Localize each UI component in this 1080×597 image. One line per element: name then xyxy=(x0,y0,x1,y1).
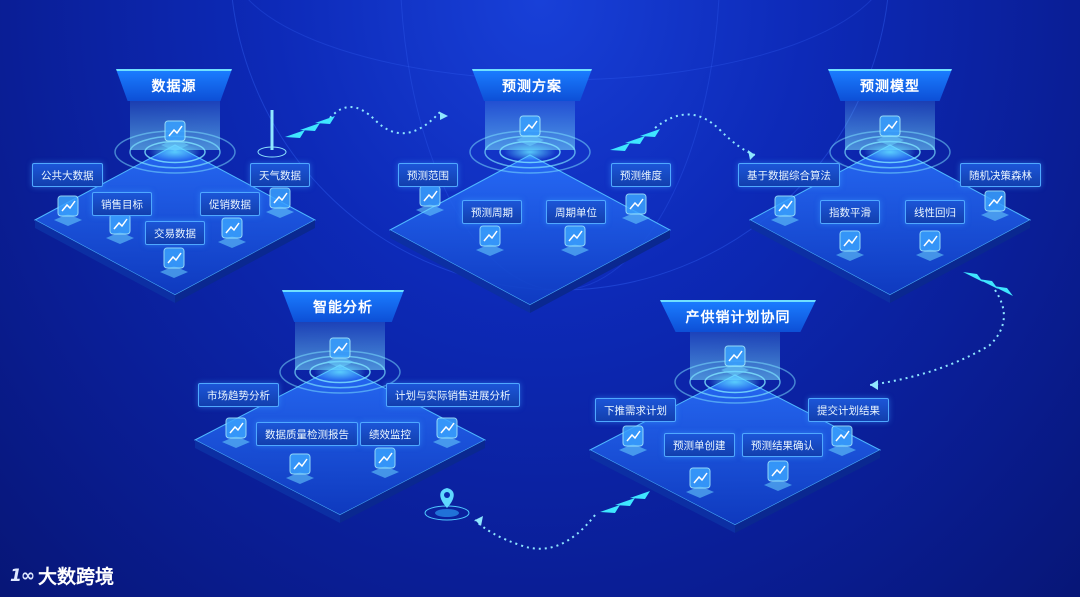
screen-icon xyxy=(828,426,856,456)
infinity-icon xyxy=(721,346,749,376)
data-source-label: 天气数据 xyxy=(250,163,310,187)
data-source-title: 数据源 xyxy=(116,69,232,101)
growth-chart-icon xyxy=(916,231,944,261)
document-icon xyxy=(686,468,714,498)
data-source-label: 销售目标 xyxy=(92,192,152,216)
monitor-chart-icon xyxy=(561,226,589,256)
brand-logo: 1∞ 大数跨境 xyxy=(10,562,114,589)
forecast-plan-label: 预测范围 xyxy=(398,163,458,187)
sop-plan-label: 提交计划结果 xyxy=(808,398,889,422)
bars-icon xyxy=(516,116,544,146)
globe-icon xyxy=(161,121,189,151)
dashboard-icon xyxy=(836,231,864,261)
sop-plan-label: 下推需求计划 xyxy=(595,398,676,422)
forecast-model-label: 指数平滑 xyxy=(820,200,880,224)
tree-network-icon xyxy=(981,191,1009,221)
smart-analysis-label: 计划与实际销售进展分析 xyxy=(386,383,520,407)
forecast-plan-label: 预测周期 xyxy=(462,200,522,224)
watch-icon xyxy=(764,461,792,491)
screen-icon xyxy=(433,418,461,448)
cube-icon xyxy=(876,116,904,146)
smart-analysis-label: 数据质量检测报告 xyxy=(256,422,358,446)
forecast-model-title: 预测模型 xyxy=(828,69,952,101)
cube-icon xyxy=(326,338,354,368)
sop-plan-title: 产供销计划协同 xyxy=(660,300,816,332)
bubbles-icon xyxy=(218,218,246,248)
target-icon xyxy=(106,214,134,244)
smart-analysis-label: 市场趋势分析 xyxy=(198,383,279,407)
cloud-screen-icon xyxy=(266,188,294,218)
forecast-model-label: 随机决策森林 xyxy=(960,163,1041,187)
brand-mark: 1∞ xyxy=(10,566,34,586)
line-chart-icon xyxy=(476,226,504,256)
gauge-icon xyxy=(286,454,314,484)
monitor-icon xyxy=(619,426,647,456)
map-pin-icon xyxy=(425,488,469,520)
bar-chart-icon xyxy=(622,194,650,224)
smart-analysis-title: 智能分析 xyxy=(282,290,404,322)
smart-analysis-label: 绩效监控 xyxy=(360,422,420,446)
trend-icon xyxy=(222,418,250,448)
data-source-label: 促销数据 xyxy=(200,192,260,216)
bar-chart-icon xyxy=(54,196,82,226)
database-icon xyxy=(771,196,799,226)
forecast-plan-label: 周期单位 xyxy=(546,200,606,224)
brand-name: 大数跨境 xyxy=(38,562,114,589)
sop-plan-label: 预测结果确认 xyxy=(742,433,823,457)
sop-plan-label: 预测单创建 xyxy=(664,433,735,457)
antenna-icon xyxy=(258,110,286,157)
data-source-label: 公共大数据 xyxy=(32,163,103,187)
forecast-plan-label: 预测维度 xyxy=(611,163,671,187)
trend-icon xyxy=(416,186,444,216)
data-source-label: 交易数据 xyxy=(145,221,205,245)
forecast-model-label: 基于数据综合算法 xyxy=(738,163,840,187)
refresh-chart-icon xyxy=(371,448,399,478)
forecast-plan-title: 预测方案 xyxy=(472,69,592,101)
dna-icon xyxy=(160,248,188,278)
forecast-model-label: 线性回归 xyxy=(905,200,965,224)
